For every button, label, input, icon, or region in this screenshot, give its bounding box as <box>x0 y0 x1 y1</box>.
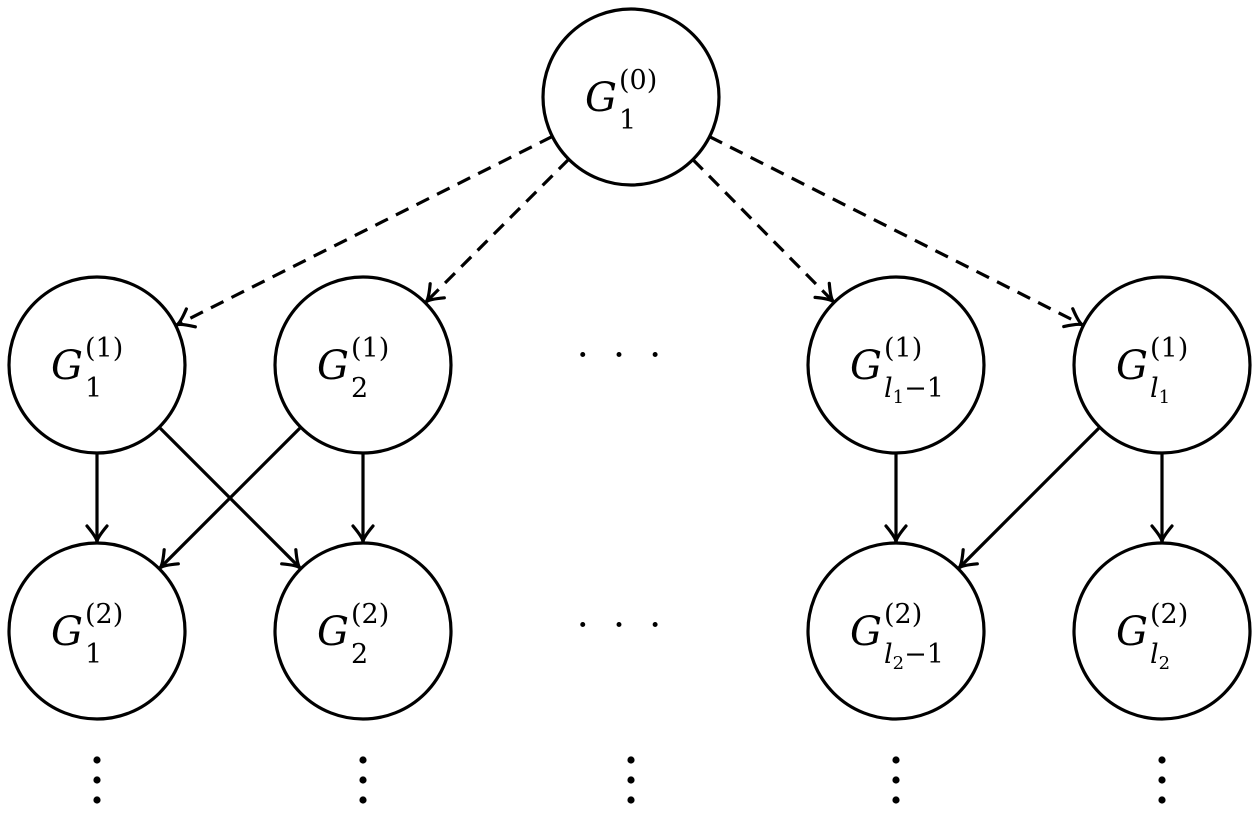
vertical-dot <box>1158 796 1166 804</box>
node-label-subscript: 1 <box>85 639 102 670</box>
node-g-2-l2: G(2) l2 <box>1072 541 1252 721</box>
vertical-dot <box>627 756 635 764</box>
node-circle <box>1072 275 1252 455</box>
node-label-base: G <box>317 609 349 655</box>
node-label-base: G <box>585 75 617 121</box>
node-circle <box>1072 541 1252 721</box>
edges-layer <box>85 135 1174 570</box>
edge-g-0-1-to-g-1-2 <box>424 158 570 304</box>
node-g-1-2: G(1) 2 <box>273 275 453 455</box>
node-label-subscript: 1 <box>619 105 636 136</box>
vertical-dot <box>93 796 101 804</box>
node-label-superscript: (2) <box>351 599 389 630</box>
node-label-superscript: (1) <box>1150 333 1188 364</box>
ellipsis-row-2: · · · <box>577 603 667 647</box>
vertical-dot <box>93 756 101 764</box>
node-label-superscript: (2) <box>884 599 922 630</box>
node-label-superscript: (1) <box>884 333 922 364</box>
edge-line <box>708 135 1084 327</box>
vertical-ellipsis-1 <box>93 756 101 804</box>
node-label-subscript: l1 <box>1150 373 1170 408</box>
node-label-base: G <box>1116 343 1148 389</box>
vertical-ellipsis-2 <box>359 756 367 804</box>
node-circle <box>7 275 187 455</box>
node-label-superscript: (2) <box>1150 599 1188 630</box>
node-circle <box>273 275 453 455</box>
vertical-ellipsis-3 <box>627 756 635 804</box>
node-label-subscript: 2 <box>351 373 368 404</box>
edge-g-0-1-to-g-1-l1m1 <box>691 158 836 304</box>
vertical-dot <box>892 796 900 804</box>
node-label-base: G <box>51 343 83 389</box>
node-g-2-1: G(2) 1 <box>7 541 187 721</box>
ellipsis-row-1: · · · <box>577 333 667 377</box>
node-label-superscript: (1) <box>351 333 389 364</box>
node-circle <box>541 7 721 187</box>
node-label-base: G <box>317 343 349 389</box>
node-label-subscript: l2 <box>1150 639 1170 674</box>
vertical-dot <box>359 756 367 764</box>
node-label-subscript: 1 <box>85 373 102 404</box>
edge-g-1-1-to-g-2-1 <box>85 453 109 544</box>
node-label-base: G <box>51 609 83 655</box>
node-label-base: G <box>850 609 882 655</box>
node-g-1-l1: G(1) l1 <box>1072 275 1252 455</box>
edge-g-1-l1-to-g-2-l2m1 <box>957 426 1101 570</box>
vertical-ellipsis-5 <box>1158 756 1166 804</box>
vertical-dot <box>1158 756 1166 764</box>
node-label-base: G <box>850 343 882 389</box>
edge-line <box>158 426 302 570</box>
node-circle <box>806 275 986 455</box>
node-label-base: G <box>1116 609 1148 655</box>
edge-line <box>424 158 570 304</box>
node-label-subscript: l1−1 <box>884 373 944 408</box>
edge-g-1-2-to-g-2-2 <box>351 453 375 544</box>
node-circle <box>273 541 453 721</box>
node-g-0-1: G(0) 1 <box>541 7 721 187</box>
node-label-superscript: (2) <box>85 599 123 630</box>
vertical-dot <box>627 796 635 804</box>
node-g-2-2: G(2) 2 <box>273 541 453 721</box>
node-circle <box>806 541 986 721</box>
node-label-subscript: l2−1 <box>884 639 944 674</box>
vertical-dot <box>892 776 900 784</box>
vertical-ellipsis-4 <box>892 756 900 804</box>
node-label-superscript: (1) <box>85 333 123 364</box>
ellipsis-layer: · · · · · · <box>93 333 1166 804</box>
edge-g-1-l1m1-to-g-2-l2m1 <box>884 453 908 544</box>
vertical-dot <box>1158 776 1166 784</box>
node-g-1-1: G(1) 1 <box>7 275 187 455</box>
node-label-subscript: 2 <box>351 639 368 670</box>
node-circle <box>7 541 187 721</box>
edge-g-1-l1-to-g-2-l2 <box>1150 453 1174 544</box>
vertical-dot <box>892 756 900 764</box>
node-g-1-l1m1: G(1) l1−1 <box>806 275 986 455</box>
edge-line <box>175 135 554 327</box>
vertical-dot <box>627 776 635 784</box>
edge-line <box>957 426 1101 570</box>
vertical-dot <box>359 796 367 804</box>
node-g-2-l2m1: G(2) l2−1 <box>806 541 986 721</box>
edge-line <box>691 158 835 303</box>
vertical-dot <box>359 776 367 784</box>
vertical-dot <box>93 776 101 784</box>
node-label-superscript: (0) <box>619 65 657 96</box>
